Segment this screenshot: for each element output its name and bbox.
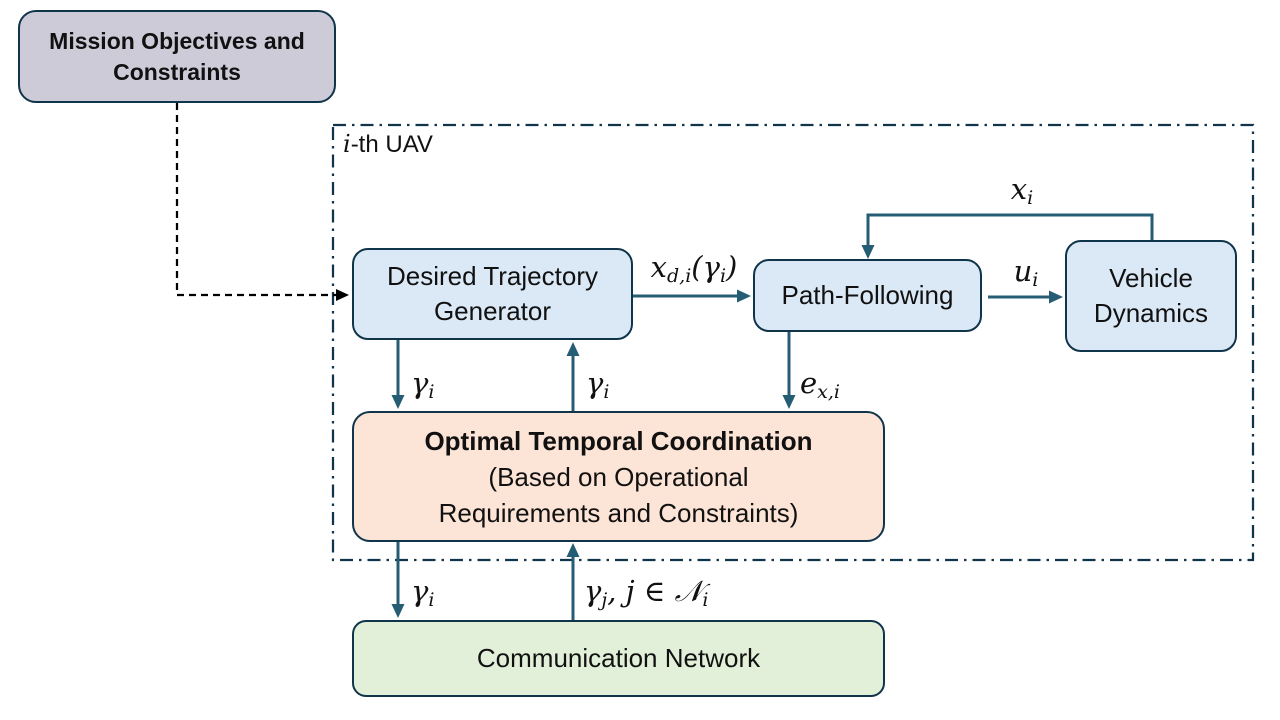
mission-objectives-box: Mission Objectives and Constraints xyxy=(18,10,336,103)
vehicle-dynamics-label: Vehicle Dynamics xyxy=(1093,263,1209,328)
vehicle-dynamics-box: Vehicle Dynamics xyxy=(1065,240,1237,352)
signal-label-ui: ui xyxy=(1013,254,1039,291)
uav-container-label: i-th UAV xyxy=(343,130,433,159)
path-following-box: Path-Following xyxy=(753,259,982,332)
uav-label-rest: -th UAV xyxy=(350,131,433,158)
signal-label-gamma-i-network: γi xyxy=(411,574,435,611)
mission-objectives-label: Mission Objectives and Constraints xyxy=(49,27,305,85)
path-following-label: Path-Following xyxy=(781,280,954,310)
communication-network-label: Communication Network xyxy=(476,643,761,673)
optimal-temporal-coordination-box: Optimal Temporal Coordination (Based on … xyxy=(352,411,885,542)
communication-network-box: Communication Network xyxy=(352,620,885,697)
uav-label-italic-i: i xyxy=(343,130,351,158)
mission-to-dtg-dashed-arrow xyxy=(175,103,349,301)
otc-subtitle-line3: Requirements and Constraints) xyxy=(438,497,799,528)
desired-trajectory-generator-box: Desired Trajectory Generator xyxy=(352,248,633,340)
desired-trajectory-generator-label: Desired Trajectory Generator xyxy=(387,261,598,326)
signal-label-xdi: xd,i(γi) xyxy=(650,250,738,287)
signal-label-gamma-j-neighbors: γj, j ∈ 𝒩i xyxy=(584,574,709,611)
signal-label-gamma-i-up: γi xyxy=(586,366,610,403)
signal-label-xi: xi xyxy=(1010,172,1034,209)
signal-label-gamma-i-down: γi xyxy=(411,366,435,403)
signal-label-exi: ex,i xyxy=(800,366,841,403)
otc-subtitle-line2: (Based on Operational xyxy=(488,461,749,492)
otc-title: Optimal Temporal Coordination xyxy=(424,425,813,456)
